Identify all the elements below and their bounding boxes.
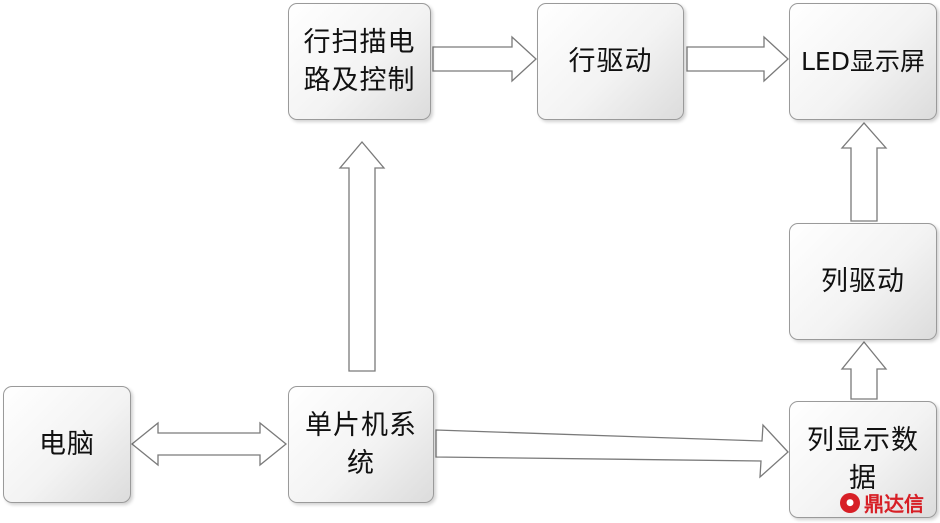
arrow-rowdrive-to-led (686, 35, 789, 83)
arrow-mcu-to-coldata (435, 423, 789, 479)
arrow-mcu-to-scan (338, 140, 386, 372)
row-scan-label-line1: 行扫描电 (303, 26, 416, 58)
column-display-data-box: 列显示数 据 (789, 401, 937, 518)
row-drive-box: 行驱动 (537, 3, 684, 120)
computer-box: 电脑 (3, 386, 131, 503)
row-scan-control-box: 行扫描电 路及控制 (288, 3, 431, 120)
watermark: ● 鼎达信 (840, 488, 924, 517)
row-scan-label-line2: 路及控制 (303, 64, 416, 96)
column-data-label-line2: 据 (849, 462, 877, 494)
mcu-label-line2: 统 (347, 447, 375, 479)
led-display-label: LED显示屏 (801, 46, 925, 76)
mcu-label-line1: 单片机系 (305, 409, 417, 441)
mcu-system-box: 单片机系 统 (288, 386, 434, 503)
row-drive-label: 行驱动 (568, 45, 653, 77)
arrow-pc-mcu (130, 421, 288, 467)
computer-label: 电脑 (39, 428, 95, 460)
arrow-coldata-to-coldrive (840, 340, 888, 400)
arrow-scan-to-rowdrive (432, 35, 537, 83)
watermark-text: 鼎达信 (864, 492, 924, 516)
arrow-coldrive-to-led (840, 122, 888, 222)
column-drive-label: 列驱动 (821, 265, 905, 297)
column-data-label-line1: 列显示数 (807, 424, 919, 456)
led-display-box: LED显示屏 (789, 3, 937, 120)
watermark-logo-icon: ● (840, 492, 860, 513)
column-drive-box: 列驱动 (789, 223, 937, 340)
